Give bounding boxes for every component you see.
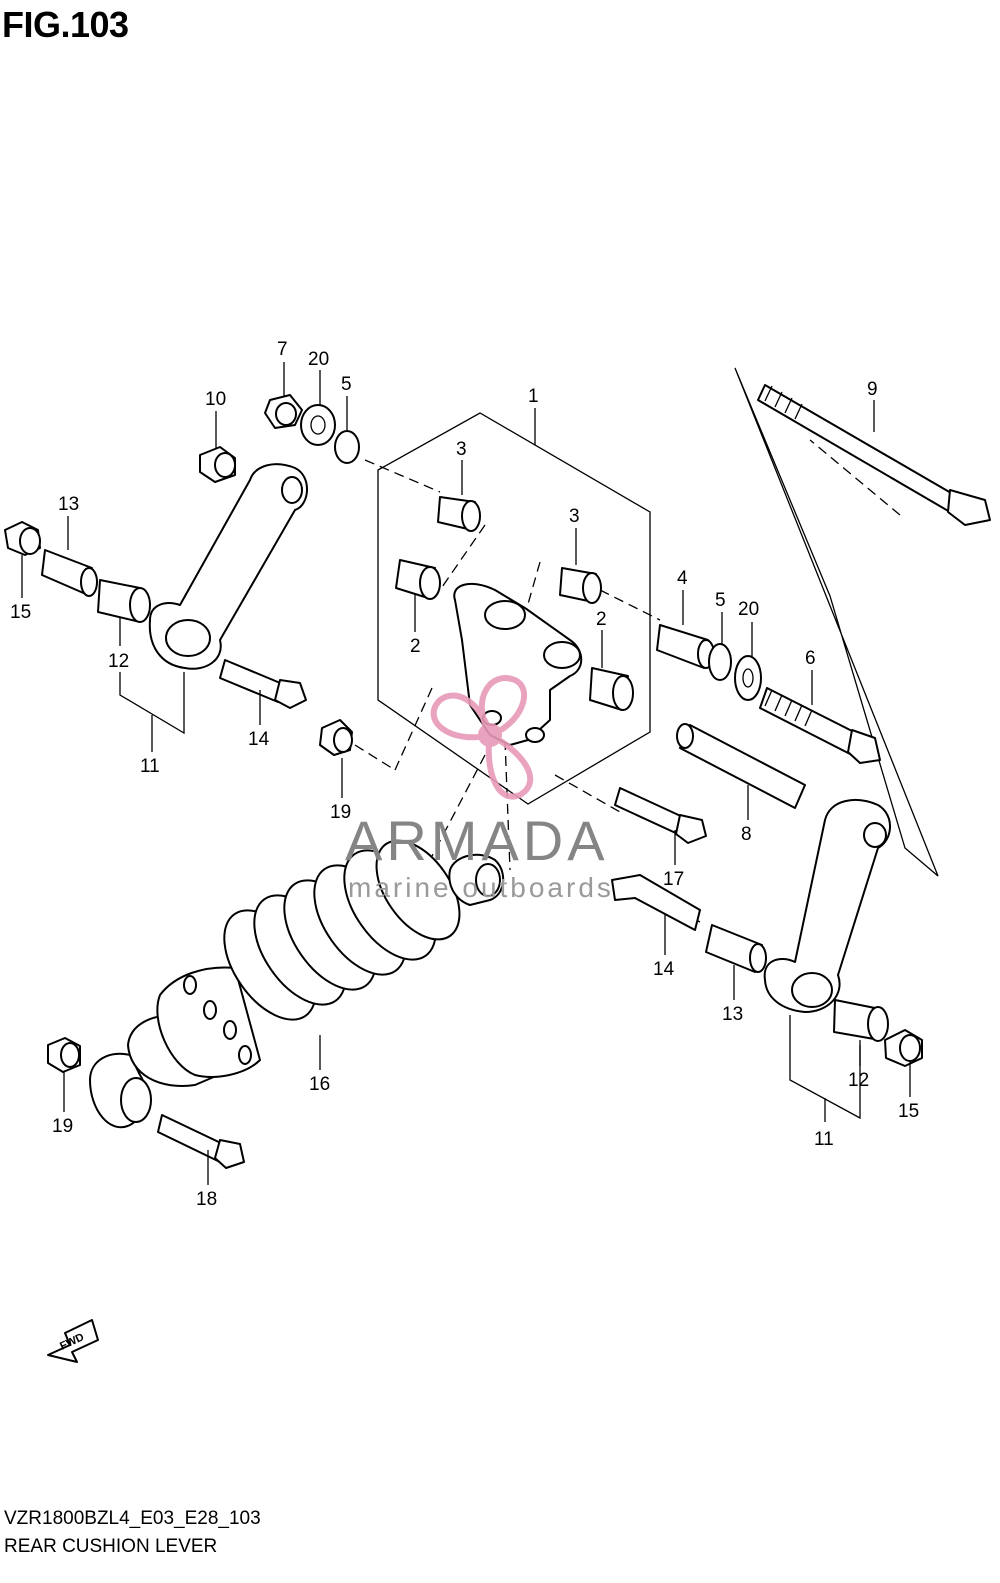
nut-10 <box>199 446 236 483</box>
bearing-12-left <box>97 579 151 623</box>
callout-15-right: 15 <box>898 1101 919 1122</box>
bolt-17 <box>614 787 707 844</box>
spacer-4 <box>656 624 715 669</box>
bearing-2-left <box>395 559 441 600</box>
callout-18: 18 <box>196 1189 217 1210</box>
callout-5-top: 5 <box>341 374 352 395</box>
nut-7 <box>264 394 303 429</box>
callout-8: 8 <box>741 824 752 845</box>
callout-15-left: 15 <box>10 602 31 623</box>
callout-20-top: 20 <box>308 349 329 370</box>
callout-4: 4 <box>677 568 688 589</box>
seal-5-right <box>708 643 732 681</box>
bolt-14-left <box>219 659 307 709</box>
callout-9: 9 <box>867 379 878 400</box>
callout-19-center: 19 <box>330 802 351 823</box>
seal-5-top <box>334 430 360 464</box>
figure-caption: REAR CUSHION LEVER <box>4 1536 218 1557</box>
nut-19-lower <box>47 1037 81 1073</box>
callout-14-left: 14 <box>248 729 270 750</box>
shaft-8 <box>676 723 806 809</box>
bolt-14-right <box>611 874 701 931</box>
spacer-13-left <box>41 549 98 597</box>
callout-3-lower: 3 <box>569 506 580 527</box>
tie-rod-11-right <box>763 799 891 1013</box>
fwd-arrow-icon: FWD <box>47 1319 99 1363</box>
nut-15-right <box>884 1029 923 1067</box>
bolt-9-triangle-outline <box>734 367 939 877</box>
callout-20-right: 20 <box>738 599 759 620</box>
watermark-sub: marine outboards <box>348 872 614 903</box>
callout-2-right: 2 <box>596 609 607 630</box>
callout-13-right: 13 <box>722 1004 743 1025</box>
callout-11-right: 11 <box>814 1129 834 1150</box>
tie-rod-11-left <box>148 463 308 670</box>
spacer-13-right <box>705 924 767 973</box>
callout-16: 16 <box>309 1074 330 1095</box>
nut-19-center <box>319 719 353 756</box>
washer-20-top <box>300 404 336 446</box>
lever-part-1 <box>453 582 583 746</box>
callout-13-left: 13 <box>58 494 79 515</box>
bolt-18 <box>157 1114 245 1169</box>
callout-5-right: 5 <box>715 590 726 611</box>
callout-12-left: 12 <box>108 651 129 672</box>
bearing-12-right <box>833 999 889 1042</box>
armada-logo-icon <box>430 675 534 800</box>
callout-3-upper: 3 <box>456 439 467 460</box>
callout-1: 1 <box>528 386 539 407</box>
bearing-2-right <box>589 667 634 711</box>
callout-14-right: 14 <box>653 959 675 980</box>
shock-absorber-16 <box>89 839 505 1129</box>
callout-10: 10 <box>205 389 226 410</box>
nut-15-left <box>4 521 41 556</box>
figure-title: FIG.103 <box>2 4 129 45</box>
callout-11-left: 11 <box>140 756 160 777</box>
model-code: VZR1800BZL4_E03_E28_103 <box>4 1508 261 1529</box>
bolt-6 <box>759 687 881 764</box>
watermark-word: ARMADA <box>345 809 609 872</box>
callout-6: 6 <box>805 648 816 669</box>
callout-17: 17 <box>663 869 684 890</box>
bearing-3-lower <box>559 567 602 604</box>
callout-2-left: 2 <box>410 636 421 657</box>
bracket-11-left <box>119 672 185 735</box>
callout-12-right: 12 <box>848 1070 869 1091</box>
washer-20-right <box>734 655 762 701</box>
bolt-9 <box>757 384 991 526</box>
callout-7: 7 <box>277 339 288 360</box>
callout-19-lower: 19 <box>52 1116 73 1137</box>
lever-assembly-outline <box>377 412 651 805</box>
bearing-3-upper <box>437 496 481 532</box>
